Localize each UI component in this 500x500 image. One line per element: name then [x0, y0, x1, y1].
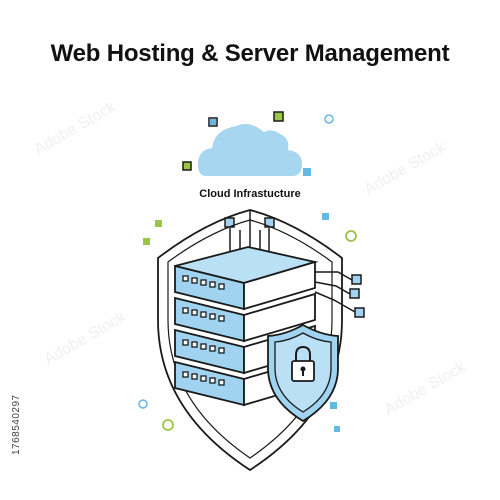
- server-slots: [182, 275, 225, 386]
- cloud-label: Cloud Infrastucture: [199, 188, 300, 200]
- shield-lock-icon: [267, 323, 339, 423]
- cloud-icon: [198, 124, 302, 176]
- decorative-dots: [138, 111, 357, 432]
- padlock-icon: [291, 345, 315, 382]
- network-connectors: [314, 271, 365, 318]
- outer-shield-outline: [157, 209, 343, 472]
- image-id-text: 1768540297: [11, 394, 22, 455]
- page-title: Web Hosting & Server Management: [50, 40, 450, 67]
